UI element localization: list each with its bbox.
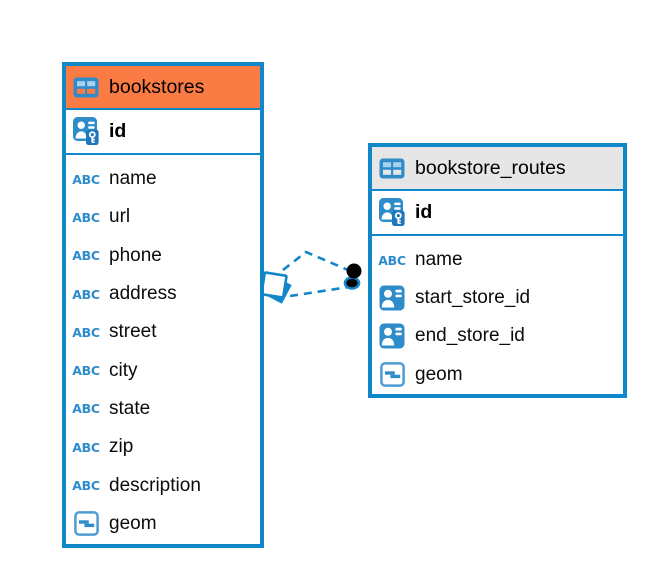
column-name: geom <box>109 512 157 534</box>
column-name: id <box>415 201 433 223</box>
column-name: name <box>415 249 463 271</box>
column-row-pk[interactable]: id <box>372 191 623 236</box>
foreign-key-icon <box>377 285 407 311</box>
table-title: bookstore_routes <box>415 156 566 179</box>
text-icon: ABC <box>72 478 100 494</box>
relationship-line-upper[interactable] <box>282 250 349 272</box>
table-header-bookstore-routes[interactable]: bookstore_routes <box>372 147 623 191</box>
column-row-url[interactable]: ABC url <box>66 198 260 236</box>
relationship-source-marker[interactable] <box>260 271 292 304</box>
geometry-icon <box>377 362 407 388</box>
column-row-description[interactable]: ABC description <box>66 466 260 504</box>
column-name: phone <box>109 244 162 266</box>
column-row-name[interactable]: ABC name <box>66 160 260 198</box>
column-name: start_store_id <box>415 287 531 309</box>
text-icon: ABC <box>72 363 100 379</box>
column-row-zip[interactable]: ABC zip <box>66 428 260 466</box>
table-title: bookstores <box>109 75 205 98</box>
column-name: description <box>109 474 201 496</box>
column-row-end_store_id[interactable]: end_store_id <box>372 317 623 355</box>
text-icon: ABC <box>72 324 100 340</box>
column-row-name[interactable]: ABC name <box>372 241 623 279</box>
geometry-icon <box>71 511 101 537</box>
foreign-key-icon <box>377 323 407 349</box>
column-name: address <box>109 283 177 305</box>
text-icon: ABC <box>72 209 100 225</box>
column-row-address[interactable]: ABC address <box>66 275 260 313</box>
primary-key-icon <box>71 117 101 146</box>
text-icon: ABC <box>72 401 100 417</box>
text-icon: ABC <box>72 171 100 187</box>
column-name: street <box>109 321 157 343</box>
column-row-pk[interactable]: id <box>66 110 260 155</box>
table-header-bookstores[interactable]: bookstores <box>66 66 260 110</box>
text-icon: ABC <box>378 252 406 268</box>
column-name: city <box>109 359 138 381</box>
column-name: id <box>109 120 127 142</box>
column-row-state[interactable]: ABC state <box>66 390 260 428</box>
column-name: state <box>109 397 151 419</box>
table-bookstore-routes[interactable]: bookstore_routes id ABC name start_store_i… <box>368 143 627 398</box>
column-row-geom[interactable]: geom <box>372 356 623 394</box>
column-row-street[interactable]: ABC street <box>66 313 260 351</box>
relationship-target-marker[interactable] <box>343 263 362 290</box>
column-row-geom[interactable]: geom <box>66 505 260 543</box>
column-row-phone[interactable]: ABC phone <box>66 237 260 275</box>
column-name: url <box>109 206 131 228</box>
column-name: zip <box>109 436 134 458</box>
table-icon <box>72 77 100 98</box>
text-icon: ABC <box>72 248 100 264</box>
column-row-start_store_id[interactable]: start_store_id <box>372 279 623 317</box>
relationship-line-lower[interactable] <box>289 285 350 298</box>
column-name: geom <box>415 363 463 385</box>
primary-key-icon <box>377 198 407 227</box>
text-icon: ABC <box>72 286 100 302</box>
column-row-city[interactable]: ABC city <box>66 351 260 389</box>
column-name: name <box>109 168 157 190</box>
column-name: end_store_id <box>415 325 525 347</box>
table-icon <box>378 158 406 179</box>
text-icon: ABC <box>72 439 100 455</box>
